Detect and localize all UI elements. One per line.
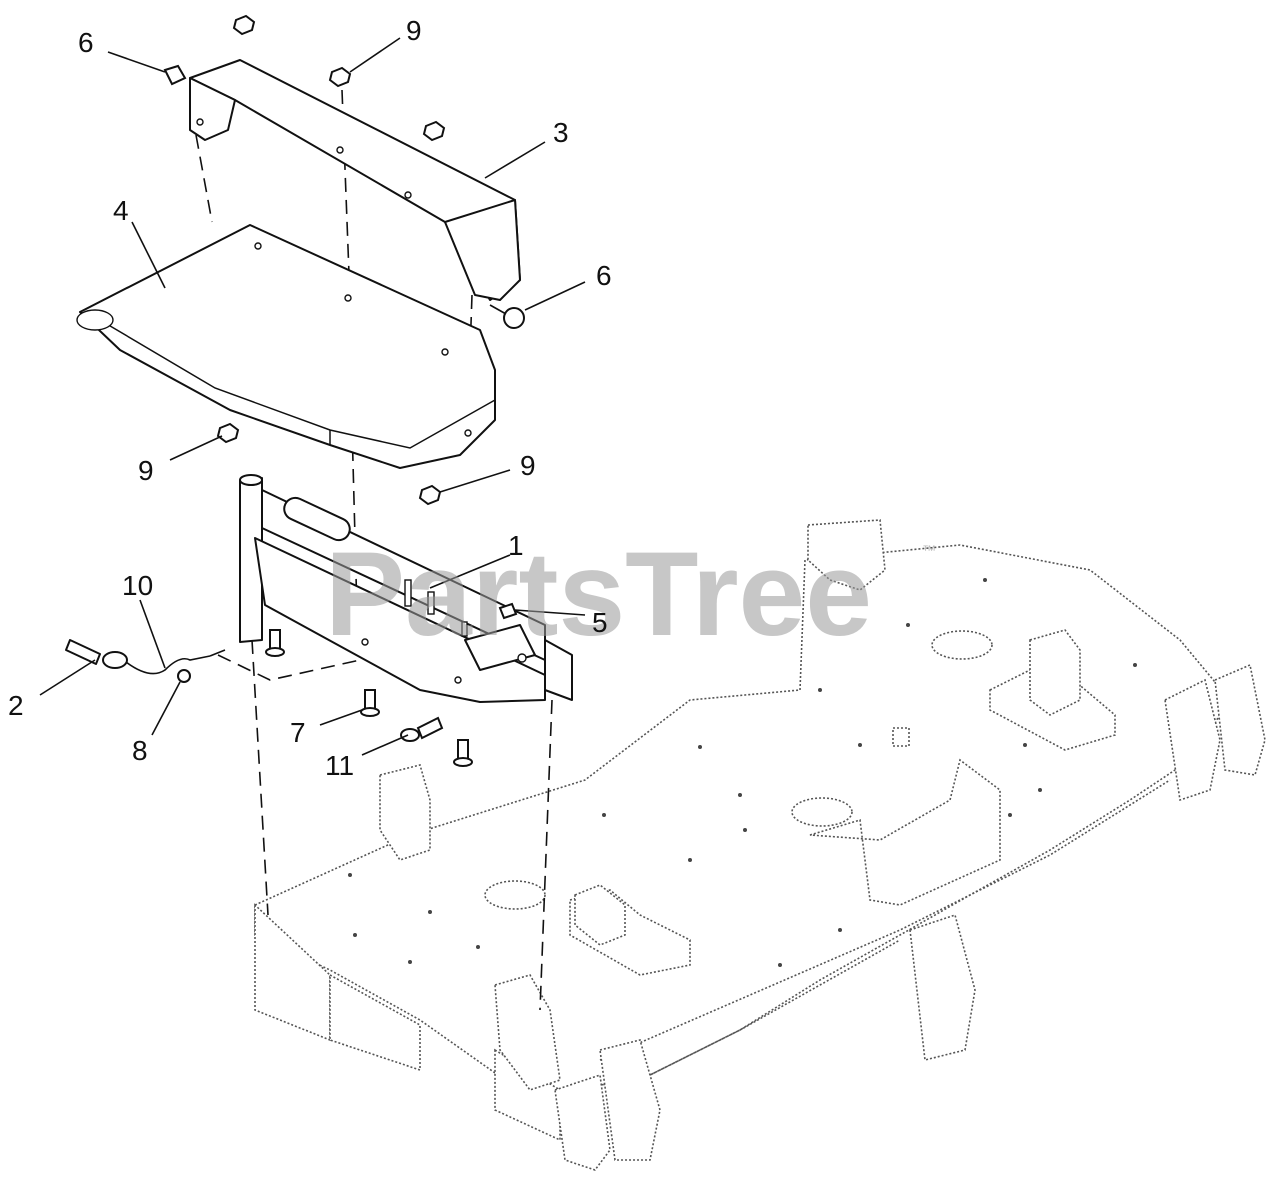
deck-rivets [348, 578, 1137, 967]
callout-6-top: 6 [78, 27, 94, 58]
watermark-trademark: ™ [922, 542, 936, 558]
callout-10: 10 [122, 570, 153, 601]
bolt-icon [265, 629, 473, 767]
callout-1: 1 [508, 530, 524, 561]
part-3-upper-cover [189, 59, 521, 301]
callout-5: 5 [592, 607, 608, 638]
part-4-deflector-plate [76, 224, 496, 469]
callout-4: 4 [113, 195, 129, 226]
nut-icon [216, 14, 446, 506]
watermark-text: PartsTree [325, 527, 872, 661]
watermark: PartsTree ™ [325, 527, 936, 661]
callout-9-top: 9 [406, 15, 422, 46]
callout-9-right: 9 [520, 450, 536, 481]
clip-icon [498, 602, 518, 620]
hardware [65, 14, 525, 767]
callout-9-left: 9 [138, 455, 154, 486]
leader-lines [39, 37, 586, 756]
mower-deck [254, 519, 1266, 1171]
part-1-bracket [239, 474, 573, 703]
callout-8: 8 [132, 735, 148, 766]
callout-labels: 1 2 3 4 5 6 6 7 8 9 9 9 10 11 [8, 15, 612, 781]
grommet-icon [400, 716, 444, 742]
callout-3: 3 [553, 117, 569, 148]
callout-11: 11 [325, 750, 354, 781]
pin-icon [163, 64, 525, 329]
callout-2: 2 [8, 690, 24, 721]
callout-7: 7 [290, 717, 306, 748]
callout-6-right: 6 [596, 260, 612, 291]
lanyard-icon [65, 639, 226, 683]
